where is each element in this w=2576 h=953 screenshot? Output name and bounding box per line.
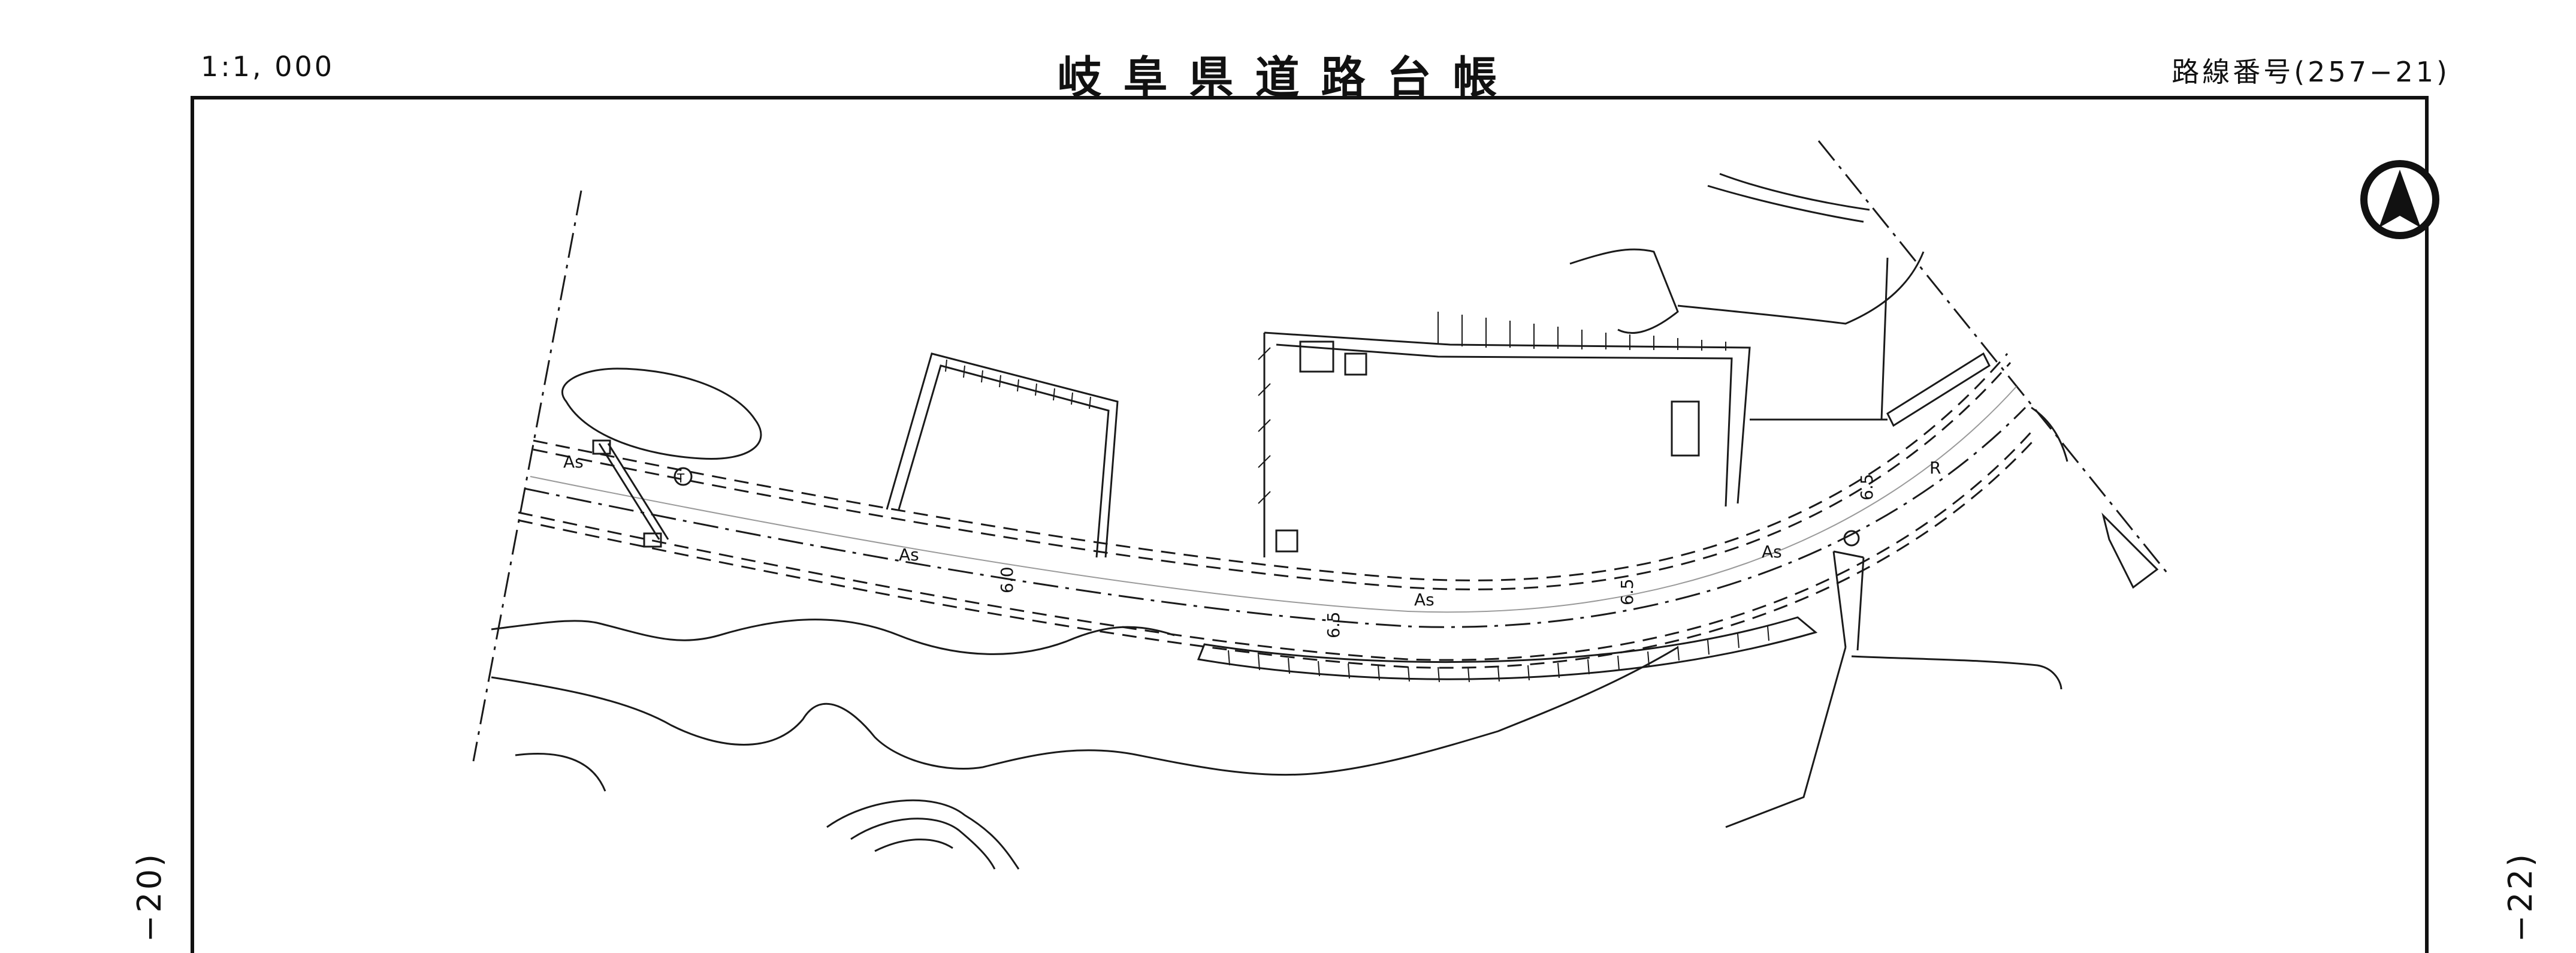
width-label: 6.0: [997, 566, 1017, 593]
contour-2: [491, 646, 1678, 776]
ne-parcel: [1569, 248, 1679, 334]
building-1-inner: [898, 364, 1110, 558]
symbol-label: T: [677, 471, 685, 485]
symbol-circle: [674, 467, 693, 486]
contour-8: [1725, 647, 1847, 828]
sw-drain: [598, 443, 660, 540]
structure-3: [1671, 400, 1700, 457]
building-2-hatch: [1258, 312, 1726, 504]
ne-parcel-3: [1707, 185, 1864, 223]
sheet-header: 1:1, 000 岐阜県道路台帳 路線番号(257−21): [0, 0, 2576, 104]
sw-drain-2: [607, 443, 669, 540]
width-label: 6.5: [1857, 474, 1877, 500]
ne-parcel-4: [1677, 251, 1925, 325]
width-label: 6.5: [1324, 611, 1343, 638]
north-arrow-icon: [2360, 160, 2439, 239]
road-edge-north-2: [533, 362, 2012, 590]
ne-parcel-5: [1880, 257, 1889, 420]
building-2: [1263, 331, 1751, 557]
contour-4: [826, 799, 1020, 870]
structure-1: [1299, 340, 1334, 373]
pond-outline: [561, 367, 762, 460]
ne-parcel-2: [1719, 173, 1870, 211]
ne-hatch-2: [2031, 406, 2068, 462]
right-boundary-line: [1817, 140, 2170, 576]
culvert-1: [592, 439, 611, 455]
road-centre-grey: [530, 386, 2017, 613]
structure-4: [1275, 529, 1298, 553]
pavement-label: As: [1762, 542, 1782, 562]
contour-7: [1851, 655, 2062, 690]
culvert-2: [643, 532, 662, 548]
road-centerline: [524, 406, 2027, 628]
structure-2: [1344, 352, 1367, 376]
width-label: 6.5: [1617, 578, 1637, 605]
pavement-label: As: [563, 452, 584, 472]
contour-3: [515, 753, 606, 792]
pavement-label: As: [1414, 590, 1435, 610]
route-number: 路線番号(257−21): [2172, 56, 2450, 88]
embankment-south: [1197, 616, 1818, 680]
road-edge-north: [533, 353, 2009, 581]
scale-label: 1:1, 000: [201, 50, 335, 83]
contour-5: [850, 818, 996, 870]
node-circle: [1843, 530, 1860, 547]
south-slope: [1832, 550, 1865, 651]
ne-hatch-3: [2101, 512, 2159, 589]
page-title: 岐阜県道路台帳: [1057, 52, 1519, 104]
building-1: [886, 352, 1119, 558]
contour-6: [874, 839, 953, 852]
map-frame: [191, 96, 2429, 953]
building-1-hatch: [945, 359, 1091, 409]
left-boundary-line: [472, 190, 582, 762]
pavement-label: As: [899, 545, 919, 565]
embankment-south-hatch: [1228, 626, 1769, 683]
curve-radius-label: R: [1929, 458, 1941, 478]
ne-hatch-1: [1886, 352, 1991, 427]
building-2-inner: [1276, 343, 1733, 507]
contour-1: [491, 619, 1175, 655]
